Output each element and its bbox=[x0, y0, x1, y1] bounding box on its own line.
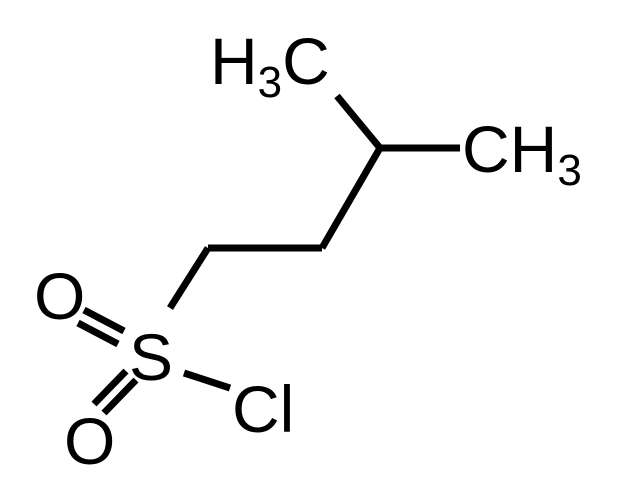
oxygen-top-label: O bbox=[34, 259, 85, 333]
methyl-left-label: H3C bbox=[210, 24, 330, 107]
bond-ch2-to-sulfur bbox=[167, 246, 211, 310]
methyl-left-c: C bbox=[282, 24, 330, 98]
bonds bbox=[76, 93, 460, 416]
methyl-right-subscript: 3 bbox=[557, 146, 581, 195]
bond-ch3-left-to-ch bbox=[334, 93, 383, 151]
oxygen-bottom-label: O bbox=[64, 404, 115, 478]
atom-labels: H3C CH3 S Cl O O bbox=[34, 24, 582, 478]
methyl-right-label: CH3 bbox=[462, 112, 582, 195]
sulfur-label: S bbox=[129, 320, 173, 394]
bond-sulfur-to-chlorine bbox=[182, 369, 232, 392]
bond-double-s-o-bottom-1 bbox=[101, 377, 139, 416]
bond-double-s-o-bottom-2 bbox=[91, 368, 129, 407]
methyl-left-subscript: 3 bbox=[258, 58, 282, 107]
chlorine-label: Cl bbox=[232, 372, 294, 446]
methyl-left-h: H bbox=[210, 24, 258, 98]
bond-ch-to-ch2 bbox=[318, 146, 384, 250]
methyl-right-ch: CH bbox=[462, 112, 557, 186]
bond-double-s-o-top-1 bbox=[82, 306, 126, 335]
bond-double-s-o-top-2 bbox=[76, 319, 120, 348]
